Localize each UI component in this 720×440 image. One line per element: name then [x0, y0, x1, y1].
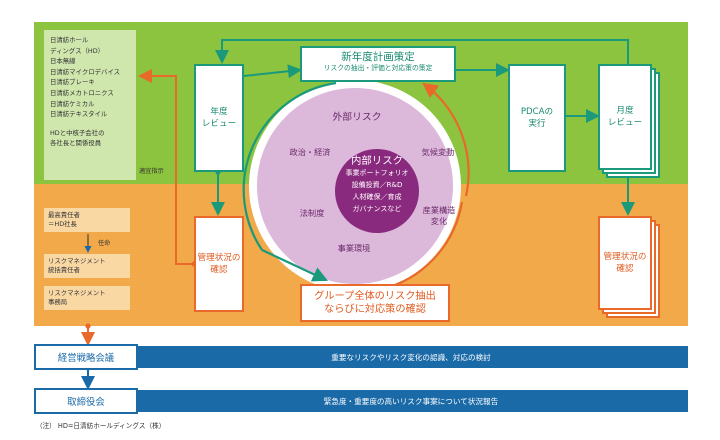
role-bottom-line: 事務局 — [48, 298, 68, 306]
inner-risk-item: 設備投資／R&D — [351, 181, 403, 189]
subsidiary-line: HDと中核子会社の — [50, 128, 105, 137]
arrow-to-group-check — [261, 249, 328, 282]
mgmt-check-left-line: 管理状況の — [197, 253, 241, 263]
plan-box: 新年度計画策定 リスクの抽出・評価と対応策の策定 — [300, 46, 456, 82]
board-bar: 緊急度・重要度の高いリスク事案について状況報告 — [134, 390, 688, 412]
role-middle: リスクマネジメント 統括責任者 — [44, 254, 130, 278]
group-check-box: グループ全体のリスク抽出 ならびに対応策の確認 — [300, 284, 450, 322]
pdca-box: PDCAの実行 — [508, 64, 566, 172]
outer-risk-title: 外部リスク — [332, 112, 382, 123]
footnote: （注） HD=日清紡ホールディングス（株） — [36, 422, 166, 430]
inner-risk-item: ガバナンスなど — [352, 205, 402, 213]
pdca-line: 実行 — [528, 119, 546, 129]
company-line: 日清紡ホール — [50, 36, 89, 44]
company-line: 日清紡テキスタイル — [50, 110, 108, 119]
company-line: 日清紡ケミカル — [50, 99, 95, 108]
outer-risk-business-env: 事業環境 — [337, 243, 371, 253]
annual-review-box: 年度レビュー — [194, 64, 244, 172]
company-line: ディングス（HD） — [50, 46, 105, 55]
strategy-meeting-bar: 重要なリスクやリスク変化の認識、対応の検討 — [134, 346, 688, 368]
monthly-review-line: レビュー — [607, 118, 643, 128]
appoint-label: 任命 — [98, 240, 111, 247]
outer-risk-change: 変化 — [430, 216, 448, 226]
role-bottom-line: リスクマネジメント — [48, 289, 106, 297]
role-middle-line: リスクマネジメント — [48, 257, 106, 265]
outer-risk-industry: 産業構造 — [422, 205, 456, 215]
strategy-meeting-label: 経営戦略会議 — [34, 344, 138, 370]
inner-risk-item: 人材確保／育成 — [352, 193, 402, 201]
inner-risk-item: 事業ポートフォリオ — [345, 169, 409, 177]
role-middle-line: 統括責任者 — [48, 266, 80, 274]
group-check-line: ならびに対応策の確認 — [324, 304, 426, 315]
pdca-line: PDCAの — [520, 107, 554, 117]
company-line: 日清紡ブレーキ — [50, 78, 95, 87]
instruction-label: 適宜指示 — [139, 168, 164, 175]
inner-risk-title: 内部リスク — [351, 155, 403, 167]
mgmt-check-left-line: 確認 — [210, 265, 228, 275]
arrow-annual-to-plan — [243, 64, 302, 79]
plan-title: 新年度計画策定 — [341, 51, 415, 63]
internal-risk-circle — [335, 149, 419, 233]
annual-review-line: レビュー — [201, 119, 237, 129]
arrow-check-to-companies — [138, 69, 194, 265]
company-line: 日本無線 — [50, 57, 76, 66]
role-top-line: 最高責任者 — [48, 211, 80, 219]
company-line: 日清紡メカトロニクス — [50, 88, 114, 97]
board-label: 取締役会 — [34, 388, 138, 414]
annual-review-line: 年度 — [210, 107, 228, 117]
mgmt-check-right-line: 管理状況の — [603, 252, 647, 262]
plan-subtitle: リスクの抽出・評価と対応策の策定 — [323, 64, 433, 72]
arc-from-plan-left — [242, 81, 337, 251]
role-top: 最高責任者 ＝HD社長 — [44, 208, 130, 232]
arc-to-plan-right — [422, 82, 470, 197]
mgmt-check-left-box: 管理状況の確認 — [194, 216, 244, 312]
loop-monthly-to-annual — [215, 39, 629, 68]
company-line: 日清紡マイクロデバイス — [50, 67, 120, 76]
mgmt-check-right-line: 確認 — [616, 264, 634, 274]
mgmt-check-right-box: 管理状況の確認 — [598, 216, 652, 310]
role-top-line: ＝HD社長 — [48, 220, 77, 228]
monthly-review-line: 月度 — [616, 106, 634, 116]
company-list: 日清紡ホール ディングス（HD） 日本無線 日清紡マイクロデバイス 日清紡ブレー… — [44, 30, 136, 180]
role-bottom: リスクマネジメント 事務局 — [44, 286, 130, 310]
outer-risk-law: 法制度 — [299, 208, 325, 218]
subsidiary-line: 各社長と関係役員 — [50, 139, 102, 148]
outer-risk-politics: 政治・経済 — [289, 147, 331, 157]
monthly-review-box: 月度レビュー — [598, 64, 652, 170]
outer-risk-climate: 気候変動 — [421, 147, 455, 157]
group-check-line: グループ全体のリスク抽出 — [314, 291, 436, 302]
